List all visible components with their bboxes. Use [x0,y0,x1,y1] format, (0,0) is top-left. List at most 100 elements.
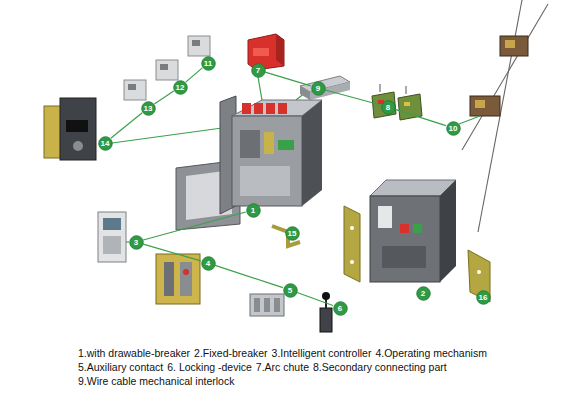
leader-line [112,128,222,143]
motor-handle [66,120,88,132]
part-description: 3.Intelligent controller [272,346,372,360]
part-description: 6. Locking -device [167,360,252,374]
auxiliary-contact [250,294,284,316]
callout-shape [285,226,299,240]
interlock-detail [505,40,515,48]
mechanism-detail [183,269,189,275]
fixed-breaker-display [378,206,392,228]
callout-shape [476,290,490,304]
mechanism-frame [156,254,200,304]
module-detail [128,84,136,90]
leader-connector [215,265,283,287]
board-pin [380,84,381,92]
callout-number: 5 [283,283,298,298]
contact-segment [264,298,270,312]
callout-number: 1 [246,203,261,218]
leader-connector [143,212,246,240]
leader-connector [154,91,173,104]
callout-circle: 3 [129,235,144,250]
connector-board [398,94,422,120]
bracket-hole [477,270,481,274]
arc-chute-small [254,103,263,114]
contact-segment [254,298,260,312]
callout-circle: 5 [283,283,298,298]
motor-plate [44,106,62,158]
interlock-detail [475,100,485,108]
callout-number: 2 [416,286,431,301]
bracket-hole [350,226,354,230]
breaker-mechanism [240,130,260,158]
callout-circle: 8 [381,100,396,115]
part-description: 7.Arc chute [256,360,309,374]
motor-hub [73,141,83,151]
fixed-breaker-panel [382,246,426,268]
callout-shape [251,63,265,77]
callout-shape [333,301,347,315]
callout-shape [311,81,325,95]
part-description: 9.Wire cable mechanical interlock [78,374,234,388]
callout-circle: 4 [201,256,216,271]
callout-number: 10 [446,121,461,136]
leader-connector [143,244,201,261]
fixed-breaker-side [440,180,456,282]
callout-shape [446,121,460,135]
callout-number: 14 [98,136,113,151]
callout-number: 7 [251,63,266,78]
parts-list-row: 9.Wire cable mechanical interlock [78,374,491,388]
part-description: 2.Fixed-breaker [194,346,268,360]
callout-shape [201,56,215,70]
interlock-block [500,36,528,56]
controller-keypad [103,236,121,254]
callout-circle: 10 [446,121,461,136]
callout-number: 4 [201,256,216,271]
leader-connector [395,109,446,125]
breaker-panel [240,166,290,196]
arc-chute-side [276,34,284,66]
connector-board [372,92,396,118]
bracket [272,226,300,246]
fixed-breaker-front [370,196,440,282]
parts-list-row: 1.with drawable-breaker2.Fixed-breaker3.… [78,346,491,360]
callout-shape [173,80,187,94]
callout-circle: 13 [141,101,156,116]
callout-number: 8 [381,100,396,115]
callout-shape [416,286,430,300]
breaker-detail [264,132,274,154]
callout-circle: 14 [98,136,113,151]
leader-connector [297,293,333,306]
arc-chute-detail [253,48,269,56]
module-detail [160,64,168,70]
fixed-breaker-button [400,224,409,233]
parts-list: 1.with drawable-breaker2.Fixed-breaker3.… [78,346,491,388]
callout-number: 9 [311,81,326,96]
module-detail [192,40,200,46]
terminal-block-side [300,86,310,100]
callout-circle: 15 [285,226,300,241]
module-box [188,36,210,56]
arc-chute-small [266,103,275,114]
callout-shape [283,283,297,297]
fixed-breaker-button [413,224,422,233]
breaker-detail [278,140,294,150]
leader-connector [265,72,311,86]
lock-knob [322,292,330,300]
contact-segment [274,298,280,312]
callout-circle: 9 [311,81,326,96]
breaker-side [302,100,322,206]
part-description: 4.Operating mechanism [375,346,486,360]
leader-line [459,116,480,124]
callout-circle: 11 [201,56,216,71]
leader-connector [325,90,381,105]
leader-line [258,77,262,100]
callout-circle: 16 [476,290,491,305]
callout-shape [129,235,143,249]
arc-chute-small [278,103,287,114]
callout-circle: 12 [173,80,188,95]
controller-screen [103,218,121,230]
leader-connector [186,68,203,82]
callout-shape [141,101,155,115]
callout-number: 6 [333,301,348,316]
callout-shape [201,256,215,270]
